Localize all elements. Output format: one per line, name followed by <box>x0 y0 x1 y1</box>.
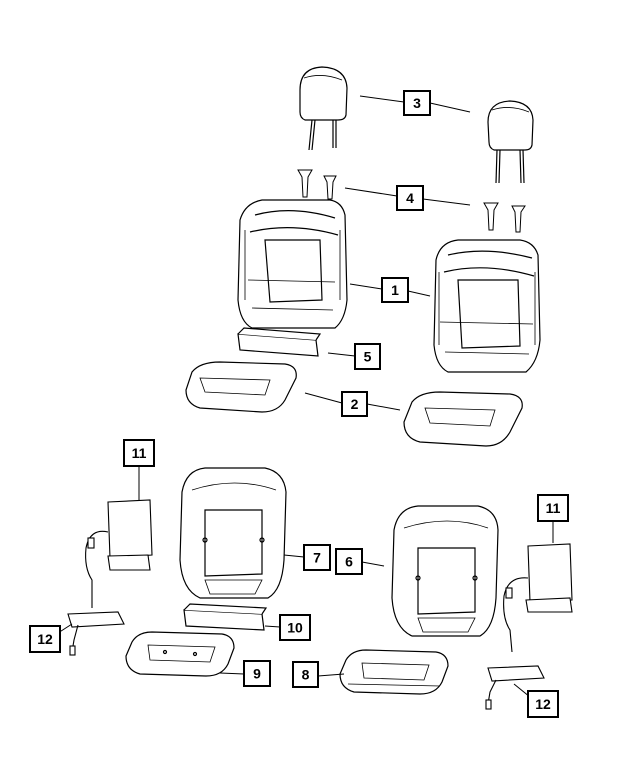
callout-7: 7 <box>303 544 331 571</box>
callout-10: 10 <box>279 614 311 641</box>
callout-8: 8 <box>292 661 319 688</box>
seat-back-cover-left <box>237 199 348 329</box>
svg-text:5: 5 <box>364 349 372 365</box>
seat-cushion-heater-left <box>67 611 125 656</box>
seat-cushion-frame-left <box>125 631 235 677</box>
svg-text:10: 10 <box>287 620 303 636</box>
headrest-right <box>487 100 534 184</box>
callout-11-right: 11 <box>537 494 569 522</box>
svg-text:1: 1 <box>391 282 399 298</box>
lumbar-pad <box>237 327 322 357</box>
callout-6: 6 <box>335 548 363 575</box>
svg-text:12: 12 <box>37 631 53 647</box>
callout-11-left: 11 <box>123 439 155 467</box>
seat-cushion-heater-right <box>485 665 545 710</box>
svg-text:11: 11 <box>546 500 561 516</box>
callout-2: 2 <box>341 391 368 417</box>
headrest-guides <box>297 169 526 233</box>
svg-text:8: 8 <box>302 667 310 683</box>
callout-12-left: 12 <box>29 625 61 653</box>
seat-cushion-cover-left <box>185 361 297 413</box>
seat-back-cover-right <box>433 239 541 373</box>
svg-text:6: 6 <box>345 554 353 570</box>
callout-4: 4 <box>396 185 424 211</box>
seat-cushion-support <box>183 603 268 631</box>
callout-5: 5 <box>354 343 381 370</box>
svg-text:11: 11 <box>132 445 147 461</box>
leader-lines <box>57 95 554 698</box>
seat-back-frame-left <box>179 467 287 599</box>
svg-text:2: 2 <box>351 396 359 412</box>
seat-back-heater-right <box>503 543 573 653</box>
seat-cushion-cover-right <box>403 391 523 447</box>
seat-cushion-frame-right <box>339 649 449 695</box>
svg-text:4: 4 <box>406 190 414 206</box>
svg-text:7: 7 <box>313 550 321 566</box>
callout-9: 9 <box>243 660 271 687</box>
callout-3: 3 <box>403 90 431 116</box>
seat-back-heater-left <box>85 499 153 608</box>
svg-text:3: 3 <box>413 95 421 111</box>
callout-12-right: 12 <box>527 690 559 718</box>
svg-text:9: 9 <box>253 666 261 682</box>
seat-back-frame-right <box>391 505 499 637</box>
callout-1: 1 <box>381 277 409 303</box>
headrest-left <box>299 66 348 151</box>
svg-text:12: 12 <box>535 696 551 712</box>
